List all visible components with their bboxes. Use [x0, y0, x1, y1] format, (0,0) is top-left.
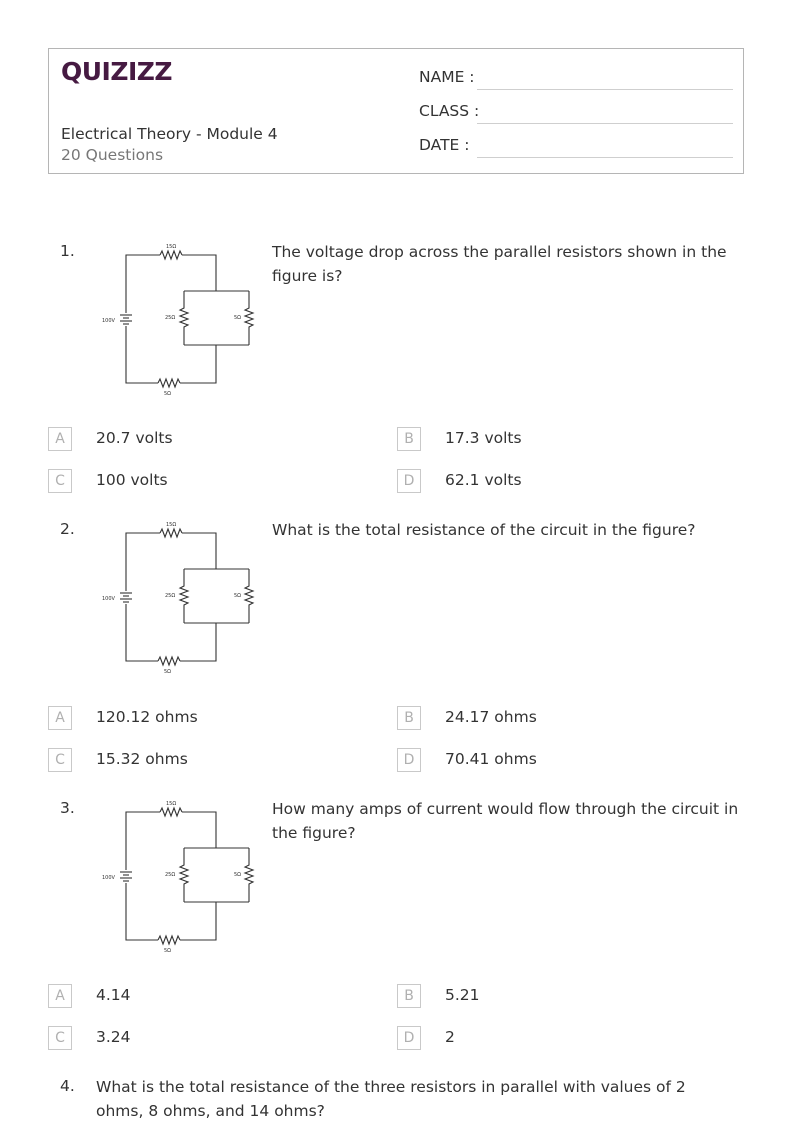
svg-text:100V: 100V	[102, 875, 116, 881]
option-d-text[interactable]: 62.1 volts	[445, 471, 522, 489]
option-b-text[interactable]: 5.21	[445, 986, 480, 1004]
date-label: DATE :	[419, 136, 470, 154]
class-label: CLASS :	[419, 102, 480, 120]
question-text: The voltage drop across the parallel res…	[272, 243, 727, 285]
option-d-text[interactable]: 70.41 ohms	[445, 750, 537, 768]
option-c-text[interactable]: 15.32 ohms	[96, 750, 188, 768]
option-b-text[interactable]: 24.17 ohms	[445, 708, 537, 726]
svg-text:15Ω: 15Ω	[166, 522, 176, 528]
svg-text:25Ω: 25Ω	[165, 593, 175, 599]
question-number: 2.	[60, 520, 75, 538]
option-a-text[interactable]: 120.12 ohms	[96, 708, 198, 726]
option-d-text[interactable]: 2	[445, 1028, 455, 1046]
option-c-text[interactable]: 3.24	[96, 1028, 131, 1046]
svg-text:15Ω: 15Ω	[166, 244, 176, 250]
circuit-figure: 15Ω 100V 25Ω 5Ω 5Ω	[102, 801, 255, 954]
svg-text:5Ω: 5Ω	[164, 391, 171, 397]
circuit-figure: 15Ω 100V 25Ω 5Ω 5Ω	[102, 522, 255, 675]
worksheet-header: QUIZIZZ Electrical Theory - Module 4 20 …	[48, 48, 744, 174]
question-text: How many amps of current would flow thro…	[272, 800, 739, 842]
option-a-box[interactable]: A	[48, 984, 72, 1008]
option-d-box[interactable]: D	[397, 1026, 421, 1050]
option-c-box[interactable]: C	[48, 1026, 72, 1050]
svg-text:25Ω: 25Ω	[165, 315, 175, 321]
svg-text:15Ω: 15Ω	[166, 801, 176, 807]
svg-text:5Ω: 5Ω	[234, 593, 241, 599]
option-c-box[interactable]: C	[48, 469, 72, 493]
svg-text:5Ω: 5Ω	[234, 872, 241, 878]
name-label: NAME :	[419, 68, 475, 86]
option-a-box[interactable]: A	[48, 427, 72, 451]
svg-text:5Ω: 5Ω	[234, 315, 241, 321]
worksheet-title: Electrical Theory - Module 4	[61, 125, 278, 143]
question-number: 4.	[60, 1077, 75, 1095]
question-text: What is the total resistance of the circ…	[272, 521, 696, 539]
question-count: 20 Questions	[61, 146, 164, 164]
class-line[interactable]	[477, 123, 733, 124]
svg-text:25Ω: 25Ω	[165, 872, 175, 878]
question-number: 3.	[60, 799, 75, 817]
question-text: What is the total resistance of the thre…	[96, 1078, 686, 1120]
question-number: 1.	[60, 242, 75, 260]
option-b-box[interactable]: B	[397, 427, 421, 451]
option-a-box[interactable]: A	[48, 706, 72, 730]
option-c-text[interactable]: 100 volts	[96, 471, 168, 489]
option-b-box[interactable]: B	[397, 706, 421, 730]
option-a-text[interactable]: 4.14	[96, 986, 131, 1004]
option-d-box[interactable]: D	[397, 469, 421, 493]
quizizz-logo: QUIZIZZ	[61, 57, 173, 86]
circuit-figure: 15Ω 100V 25Ω 5Ω 5Ω	[102, 244, 255, 397]
svg-text:5Ω: 5Ω	[164, 669, 171, 675]
option-d-box[interactable]: D	[397, 748, 421, 772]
svg-text:100V: 100V	[102, 318, 116, 324]
svg-text:5Ω: 5Ω	[164, 948, 171, 954]
date-line[interactable]	[477, 157, 733, 158]
option-b-box[interactable]: B	[397, 984, 421, 1008]
option-a-text[interactable]: 20.7 volts	[96, 429, 173, 447]
option-b-text[interactable]: 17.3 volts	[445, 429, 522, 447]
svg-text:100V: 100V	[102, 596, 116, 602]
name-line[interactable]	[477, 89, 733, 90]
option-c-box[interactable]: C	[48, 748, 72, 772]
